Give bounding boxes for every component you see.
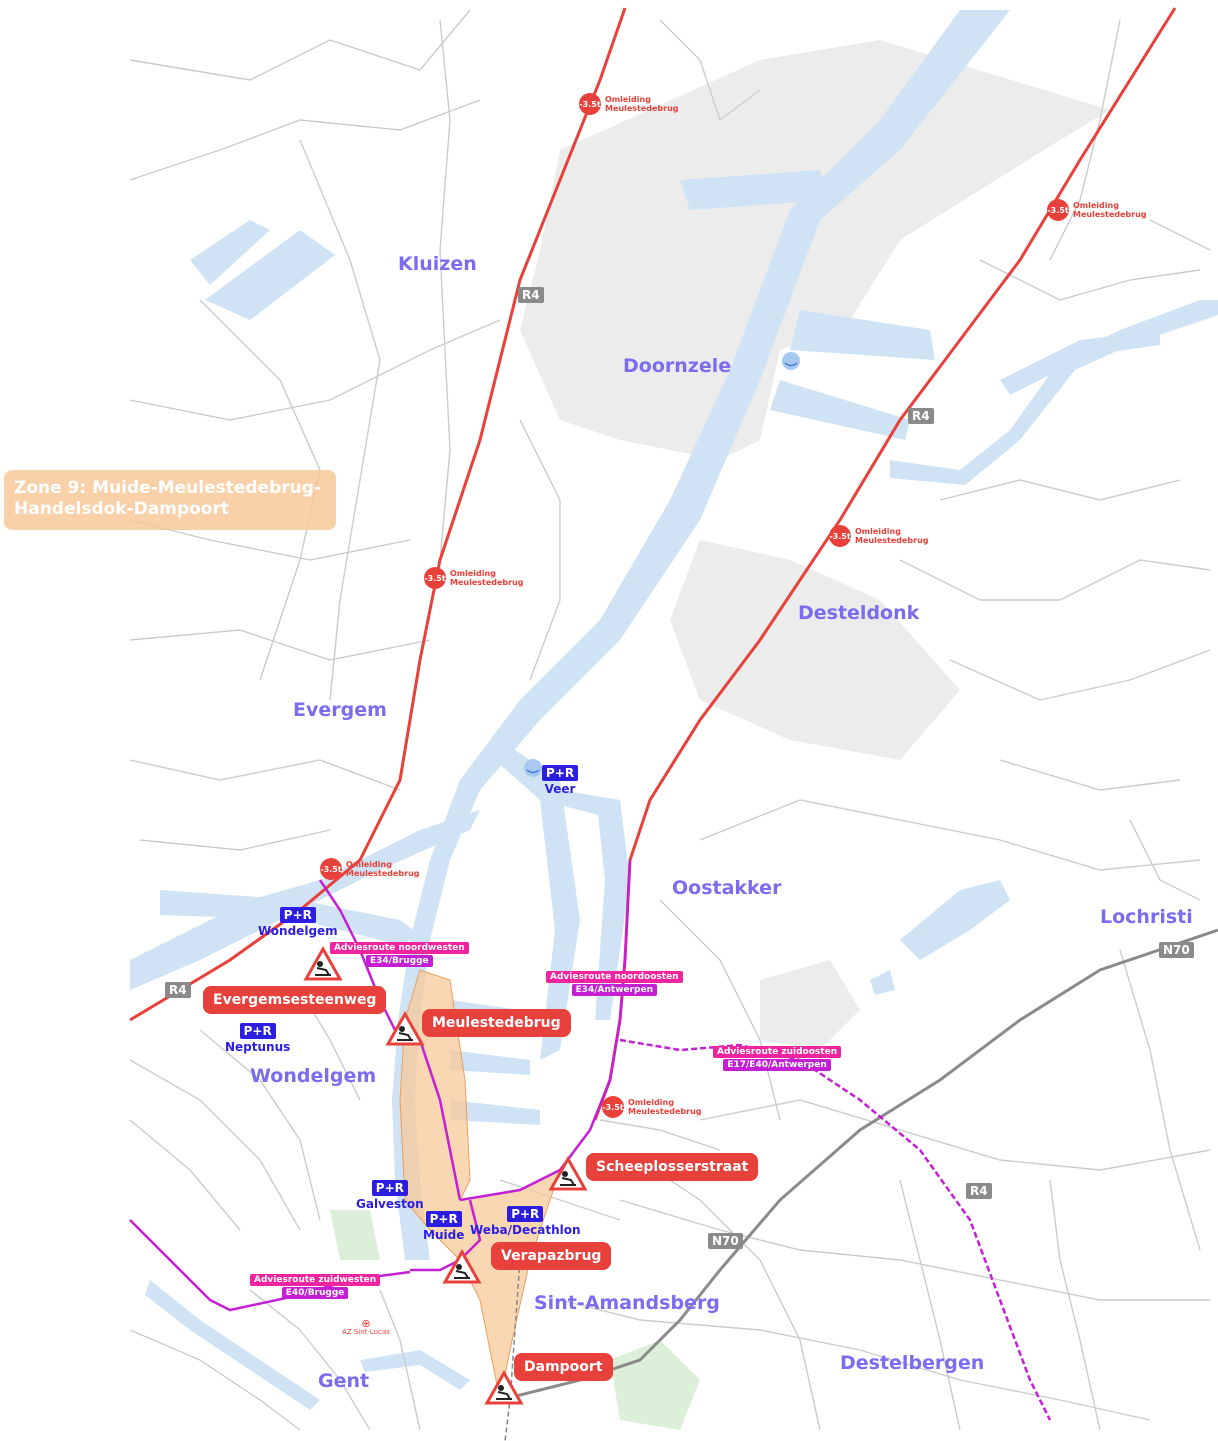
r4-shield: R4 [908,408,934,424]
works-label-verapazbrug[interactable]: Verapazbrug [491,1242,612,1270]
place-label: Kluizen [398,253,477,275]
park-and-ride-marker[interactable]: P+R Wondelgem [258,907,338,938]
works-label-meulestedebrug[interactable]: Meulestedebrug [422,1009,571,1037]
works-label-evergemsesteenweg[interactable]: Evergemsesteenweg [203,986,387,1014]
roadwork-icon [303,945,588,1405]
park-and-ride-marker[interactable]: P+R Galveston [356,1180,424,1211]
hospital-marker[interactable]: ⊕ AZ Sint-Lucas [342,1317,390,1336]
road-network [129,9,1211,1431]
r4-shield: R4 [165,982,191,998]
place-label: Oostakker [672,877,782,899]
n70-road [499,928,1218,1402]
park-and-ride-marker[interactable]: P+R Weba/Decathlon [470,1206,581,1237]
railway [504,1259,521,1441]
zone-9-label[interactable]: Zone 9: Muide-Meulestedebrug- Handelsdok… [4,470,336,530]
place-label: Destelbergen [840,1352,985,1374]
n70-shield: N70 [708,1233,743,1249]
works-label-scheeplosserstraat[interactable]: Scheeplosserstraat [586,1153,759,1181]
place-label: Evergem [293,699,387,721]
r4-shield: R4 [966,1183,992,1199]
zone-9-area [399,969,561,1401]
park-and-ride-marker[interactable]: P+R Neptunus [225,1023,291,1054]
industrial-areas [520,40,1110,1050]
place-label: Gent [318,1370,370,1392]
place-label: Sint-Amandsberg [534,1292,720,1314]
place-label: Desteldonk [798,602,920,624]
ferry-icon [524,352,800,777]
place-label: Lochristi [1100,906,1193,928]
place-label: Doornzele [623,355,732,377]
hospital-icon: ⊕ [361,1317,371,1330]
r4-shield: R4 [518,287,544,303]
n70-shield: N70 [1159,942,1194,958]
park-and-ride-marker[interactable]: P+R Muide [423,1211,465,1242]
place-label: Wondelgem [250,1065,377,1087]
park-and-ride-marker[interactable]: P+R Veer [542,765,579,796]
works-label-dampoort[interactable]: Dampoort [514,1353,613,1381]
